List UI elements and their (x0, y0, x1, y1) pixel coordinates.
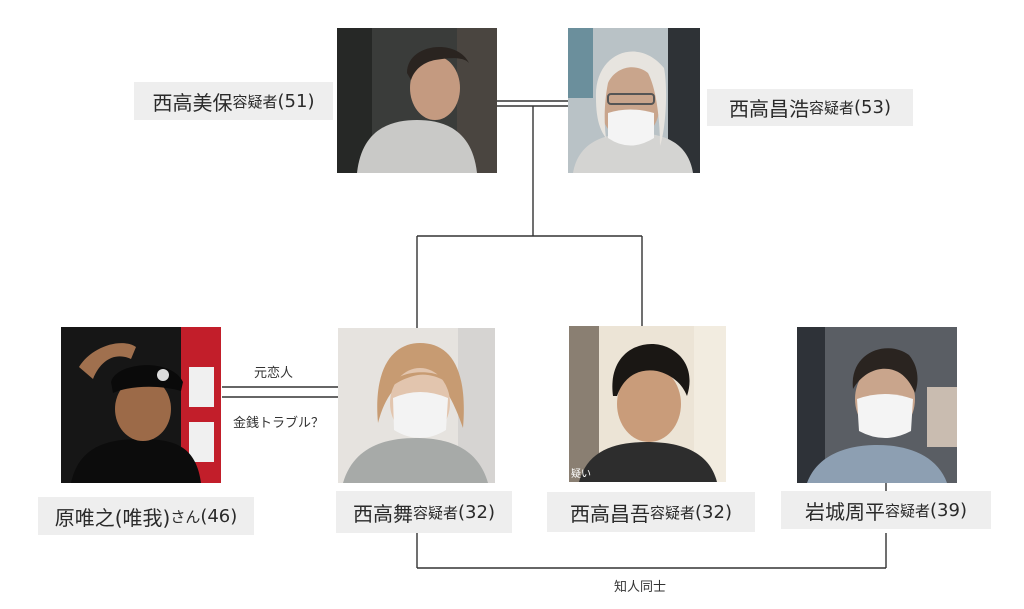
person-suffix: 容疑者 (809, 99, 855, 117)
label-nishitaka-miho: 西高美保容疑者(51) (134, 82, 333, 120)
label-iwaki-shuhei: 岩城周平容疑者(39) (781, 491, 991, 529)
person-suffix: 容疑者 (232, 92, 278, 111)
relation-ex-lover: 元恋人 (254, 366, 294, 381)
photo-nishitaka-miho (337, 28, 497, 173)
person-suffix: 容疑者 (650, 503, 696, 522)
photo-hara-tadayuki (61, 327, 221, 483)
person-name: 西高美保 (152, 90, 233, 115)
person-age: (39) (930, 499, 967, 521)
photo-nishitaka-mai (338, 328, 495, 483)
person-age: (51) (277, 90, 315, 112)
person-age: (53) (854, 97, 891, 118)
label-nishitaka-mai: 西高舞容疑者(32) (336, 491, 512, 533)
person-suffix: さん (170, 507, 201, 526)
label-nishitaka-masahiro: 西高昌浩容疑者(53) (707, 89, 913, 126)
photo-caption: 疑い (571, 469, 591, 480)
photo-iwaki-shuhei (797, 327, 957, 483)
person-name: 西高昌吾 (570, 501, 651, 526)
label-hara-tadayuki: 原唯之(唯我)さん(46) (38, 497, 254, 535)
person-suffix: 容疑者 (413, 503, 459, 522)
person-suffix: 容疑者 (885, 501, 931, 520)
person-name: 西高昌浩 (729, 97, 810, 121)
person-name: 岩城周平 (805, 499, 886, 524)
person-age: (32) (695, 501, 732, 523)
relation-acquaintances: 知人同士 (614, 580, 667, 595)
person-name: 西高舞 (353, 501, 414, 526)
photo-nishitaka-masahiro (568, 28, 700, 173)
photo-nishitaka-shogo: 疑い (569, 326, 726, 482)
label-nishitaka-shogo: 西高昌吾容疑者(32) (547, 492, 755, 532)
person-age: (46) (200, 505, 238, 527)
person-age: (32) (458, 501, 495, 523)
relation-money-trouble: 金銭トラブル？ (233, 416, 325, 431)
person-name: 原唯之(唯我) (54, 505, 171, 530)
